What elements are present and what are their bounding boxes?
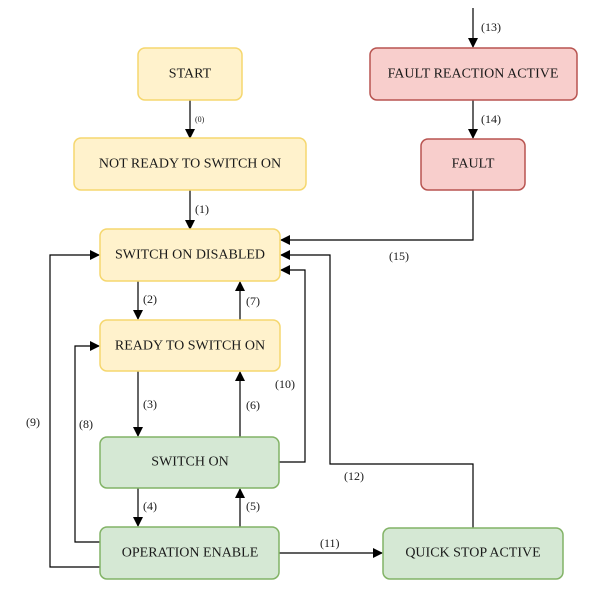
state-label-fault: FAULT	[452, 157, 495, 172]
state-fault-reaction-active: FAULT REACTION ACTIVE	[369, 47, 578, 101]
label-t2: (2)	[143, 292, 157, 306]
edge-15	[280, 190, 474, 245]
label-t9: (9)	[26, 415, 40, 429]
state-label-start: START	[169, 67, 212, 82]
state-label-quick-stop-active: QUICK STOP ACTIVE	[405, 546, 540, 561]
label-t3: (3)	[143, 397, 157, 411]
state-ready-to-switch-on: READY TO SWITCH ON	[99, 319, 281, 372]
transition-labels: (0) (1) (2) (7) (3) (6) (4) (5) (8) (9) …	[26, 20, 501, 550]
state-label-fault-reaction-active: FAULT REACTION ACTIVE	[388, 67, 559, 82]
edge-9	[49, 250, 100, 568]
state-fault: FAULT	[420, 138, 526, 191]
label-t10: (10)	[275, 377, 295, 391]
state-operation-enable: OPERATION ENABLE	[99, 526, 280, 580]
transitions	[49, 8, 478, 568]
state-label-switch-on-disabled: SWITCH ON DISABLED	[115, 248, 265, 263]
label-t12: (12)	[344, 469, 364, 483]
edge-12	[280, 250, 474, 528]
edge-10	[279, 265, 306, 463]
state-quick-stop-active: QUICK STOP ACTIVE	[382, 527, 564, 580]
label-t5: (5)	[246, 499, 260, 513]
state-start: START	[137, 47, 243, 101]
label-t0: (0)	[195, 115, 205, 124]
label-t6: (6)	[246, 398, 260, 412]
label-t11: (11)	[320, 536, 340, 550]
state-label-not-ready: NOT READY TO SWITCH ON	[99, 157, 281, 172]
label-t4: (4)	[143, 499, 157, 513]
label-t13: (13)	[481, 20, 501, 34]
label-t14: (14)	[481, 112, 501, 126]
label-t7: (7)	[246, 294, 260, 308]
state-not-ready-to-switch-on: NOT READY TO SWITCH ON	[73, 137, 307, 191]
state-label-operation-enable: OPERATION ENABLE	[122, 546, 259, 561]
edge-8	[74, 341, 100, 543]
state-switch-on-disabled: SWITCH ON DISABLED	[99, 228, 281, 282]
label-t15: (15)	[389, 249, 409, 263]
state-label-ready-to-switch-on: READY TO SWITCH ON	[115, 339, 265, 354]
state-switch-on: SWITCH ON	[99, 436, 280, 489]
label-t8: (8)	[79, 417, 93, 431]
label-t1: (1)	[195, 202, 209, 216]
state-label-switch-on: SWITCH ON	[151, 455, 228, 470]
